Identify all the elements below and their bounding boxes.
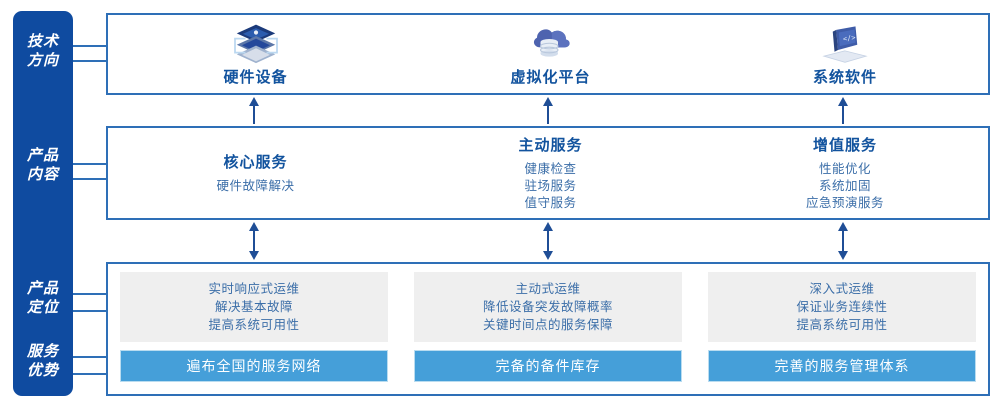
content-column-core: 核心服务 硬件故障解决: [108, 128, 403, 218]
rail-label-line2: 方向: [26, 52, 59, 69]
arrow-bidirectional-proactive: [543, 222, 553, 260]
connector-content-lower: [73, 178, 107, 180]
content-item: 性能优化: [818, 162, 871, 176]
positioning-advantage-box: 实时响应式运维 解决基本故障 提高系统可用性 遍布全国的服务网络 主动式运维 降…: [106, 262, 990, 396]
arrow-up-hardware: [249, 97, 259, 124]
advantage-bar[interactable]: 完善的服务管理体系: [708, 350, 976, 382]
content-item: 值守服务: [524, 196, 577, 210]
positioning-line: 降低设备突发故障概率: [482, 300, 613, 314]
content-item: 硬件故障解决: [216, 179, 295, 193]
connector-positioning-lower: [73, 310, 107, 312]
positioning-line: 提高系统可用性: [208, 318, 300, 332]
content-heading: 核心服务: [223, 154, 288, 171]
connector-tech-lower: [73, 60, 107, 62]
positioning-line: 主动式运维: [515, 282, 581, 296]
server-stack-icon: [233, 24, 278, 64]
content-item: 健康检查: [524, 162, 577, 176]
rail-label-line2: 优势: [26, 362, 59, 379]
rail-label-line1: 技术: [26, 33, 59, 50]
tech-column-hardware: 硬件设备: [108, 15, 403, 93]
rail-label-service-advantage: 服务 优势: [13, 342, 73, 380]
content-item: 驻场服务: [524, 179, 577, 193]
tech-title: 系统软件: [812, 69, 877, 86]
content-heading: 主动服务: [518, 137, 583, 154]
left-rail: [13, 11, 73, 396]
connector-positioning-upper: [73, 293, 107, 295]
content-heading: 增值服务: [812, 137, 877, 154]
rail-label-product-content: 产品 内容: [13, 146, 73, 184]
rail-label-product-positioning: 产品 定位: [13, 279, 73, 317]
positioning-card: 深入式运维 保证业务连续性 提高系统可用性: [708, 272, 976, 342]
tech-column-virtualization: 虚拟化平台: [403, 15, 698, 93]
svg-text:</>: </>: [842, 34, 856, 44]
tech-column-software: </> 系统软件: [698, 15, 992, 93]
rail-label-tech-direction: 技术 方向: [13, 32, 73, 70]
arrow-双向-core: [249, 222, 259, 260]
positioning-card: 实时响应式运维 解决基本故障 提高系统可用性: [120, 272, 388, 342]
content-column-proactive: 主动服务 健康检查 驻场服务 值守服务: [403, 128, 698, 218]
connector-content-upper: [73, 163, 107, 165]
positioning-line: 实时响应式运维: [208, 282, 300, 296]
bottom-column-realtime: 实时响应式运维 解决基本故障 提高系统可用性 遍布全国的服务网络: [120, 272, 388, 390]
connector-advantage-upper: [73, 356, 107, 358]
advantage-bar[interactable]: 遍布全国的服务网络: [120, 350, 388, 382]
connector-tech-upper: [73, 45, 107, 47]
rail-label-line1: 服务: [26, 343, 59, 360]
connector-advantage-lower: [73, 373, 107, 375]
advantage-bar[interactable]: 完备的备件库存: [414, 350, 682, 382]
positioning-line: 保证业务连续性: [796, 300, 888, 314]
arrow-bidirectional-value-added: [838, 222, 848, 260]
laptop-code-icon: </>: [822, 26, 868, 63]
positioning-line: 深入式运维: [809, 282, 875, 296]
tech-title: 硬件设备: [223, 69, 288, 86]
positioning-line: 解决基本故障: [214, 300, 293, 314]
rail-label-line1: 产品: [26, 147, 59, 164]
rail-label-line2: 内容: [26, 166, 59, 183]
arrow-up-virtualization: [543, 97, 553, 124]
content-column-value-added: 增值服务 性能优化 系统加固 应急预演服务: [698, 128, 992, 218]
bottom-column-proactive: 主动式运维 降低设备突发故障概率 关键时间点的服务保障 完备的备件库存: [414, 272, 682, 390]
arrow-up-software: [838, 97, 848, 124]
bottom-column-deep: 深入式运维 保证业务连续性 提高系统可用性 完善的服务管理体系: [708, 272, 976, 390]
product-content-box: 核心服务 硬件故障解决 主动服务 健康检查 驻场服务 值守服务 增值服务 性能优…: [106, 126, 990, 220]
tech-title: 虚拟化平台: [510, 69, 591, 86]
positioning-line: 提高系统可用性: [796, 318, 888, 332]
rail-label-line2: 定位: [26, 299, 59, 316]
cloud-database-icon: [533, 29, 570, 57]
positioning-card: 主动式运维 降低设备突发故障概率 关键时间点的服务保障: [414, 272, 682, 342]
tech-direction-box: 硬件设备 虚拟化平台 </> 系统软件: [106, 13, 990, 95]
rail-label-line1: 产品: [26, 280, 59, 297]
positioning-line: 关键时间点的服务保障: [482, 318, 613, 332]
content-item: 应急预演服务: [805, 196, 884, 210]
content-item: 系统加固: [818, 179, 871, 193]
